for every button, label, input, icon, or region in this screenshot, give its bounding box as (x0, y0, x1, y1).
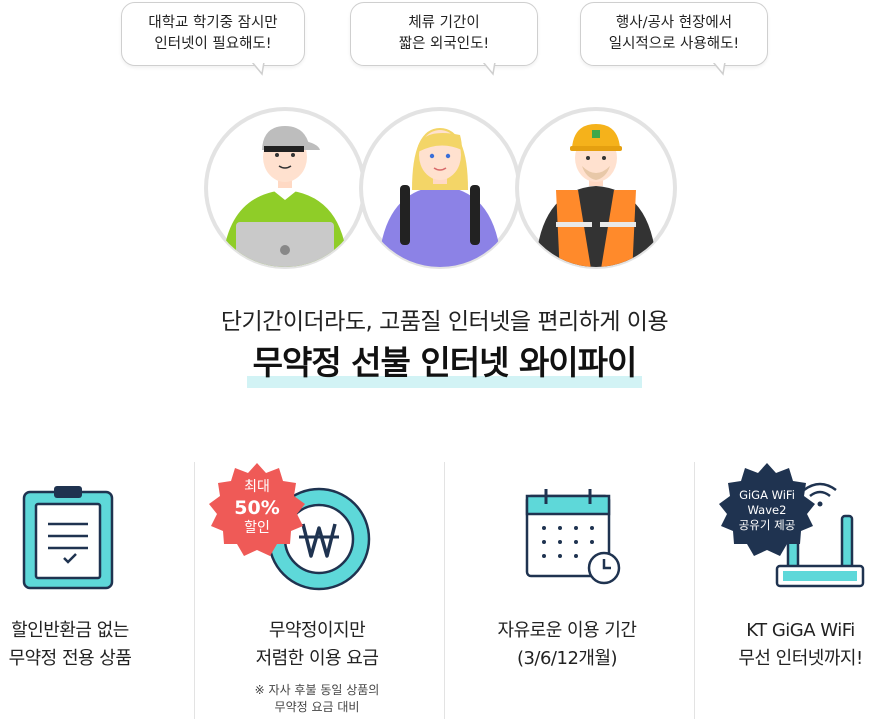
bubble-line: 인터넷이 필요해도! (154, 36, 272, 52)
clipboard-icon (22, 486, 114, 590)
headline-title: 무약정 선불 인터넷 와이파이 (246, 336, 643, 388)
badge-line: Wave2 (747, 503, 787, 517)
badge-line: GiGA WiFi (739, 488, 795, 502)
headline-title-text: 무약정 선불 인터넷 와이파이 (252, 343, 638, 382)
foreigner-avatar (359, 107, 521, 269)
router-badge (719, 463, 815, 556)
note-line: ※ 자사 후불 동일 상품의 (254, 683, 380, 697)
feature-line: 할인반환금 없는 (11, 620, 129, 641)
headline-title-wrap: 무약정 선불 인터넷 와이파이 (0, 336, 889, 388)
headline-subtitle: 단기간이더라도, 고품질 인터넷을 편리하게 이용 (220, 309, 669, 335)
feature-line: (3/6/12개월) (516, 648, 618, 669)
bubble-tail (252, 62, 265, 76)
router-badge-text: GiGA WiFi Wave2 공유기 제공 (716, 488, 818, 533)
badge-line: 50% (234, 497, 280, 519)
speech-bubble-student: 대학교 학기중 잠시만 인터넷이 필요해도! (121, 2, 305, 76)
student-avatar (204, 107, 366, 269)
feature-line: 저렴한 이용 요금 (255, 648, 379, 669)
feature-divider (444, 462, 445, 719)
discount-badge-text: 최대 50% 할인 (206, 478, 308, 538)
feature-line: 무약정이지만 (268, 620, 366, 641)
bubble-line: 짧은 외국인도! (398, 36, 490, 52)
speech-bubble-worker: 행사/공사 현장에서 일시적으로 사용해도! (580, 2, 768, 76)
feature-text-low-price: 무약정이지만 저렴한 이용 요금 (212, 617, 422, 673)
feature-text-wifi: KT GiGA WiFi 무선 인터넷까지! (712, 617, 889, 673)
speech-bubble-foreigner: 체류 기간이 짧은 외국인도! (350, 2, 538, 76)
worker-avatar (515, 107, 677, 269)
badge-line: 할인 (244, 520, 270, 536)
bubble-tail (713, 62, 726, 76)
feature-line: 무약정 전용 상품 (8, 648, 132, 669)
badge-line: 최대 (244, 479, 270, 495)
note-line: 무약정 요금 대비 (274, 700, 360, 714)
bubble-tail (483, 62, 496, 76)
feature-note: ※ 자사 후불 동일 상품의 무약정 요금 대비 (212, 682, 422, 716)
feature-line: 무선 인터넷까지! (738, 648, 863, 669)
calendar-clock-icon (525, 489, 621, 585)
bubble-line: 체류 기간이 (408, 15, 480, 31)
wifi-router-icon (775, 482, 865, 588)
feature-line: KT GiGA WiFi (746, 620, 855, 641)
discount-badge (209, 463, 305, 556)
feature-divider (694, 462, 695, 719)
feature-line: 자유로운 이용 기간 (497, 620, 637, 641)
badge-line: 공유기 제공 (738, 518, 796, 532)
bubble-line: 일시적으로 사용해도! (608, 36, 740, 52)
feature-divider (194, 462, 195, 719)
avatar-group (204, 107, 677, 269)
bubble-line: 행사/공사 현장에서 (615, 15, 733, 31)
bubble-line: 대학교 학기중 잠시만 (148, 15, 278, 31)
feature-text-no-contract: 할인반환금 없는 무약정 전용 상품 (0, 617, 140, 673)
feature-text-period: 자유로운 이용 기간 (3/6/12개월) (462, 617, 672, 673)
